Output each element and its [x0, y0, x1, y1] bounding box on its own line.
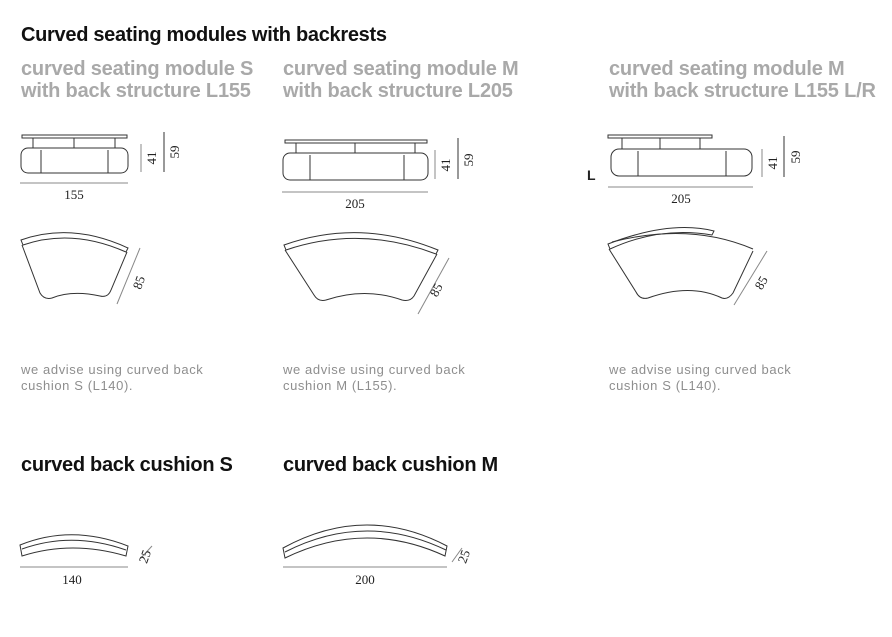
module-m-width: 205: [345, 196, 365, 211]
module-s-title-line1: curved seating module S: [21, 58, 254, 80]
module-m-title-line1: curved seating module M: [283, 58, 519, 80]
page-title: Curved seating modules with backrests: [21, 24, 387, 46]
module-m-lr-title-line1: curved seating module M: [609, 58, 845, 80]
cushion-m-depth: 25: [455, 548, 474, 565]
note-line: we advise using curved back: [21, 362, 204, 377]
cushion-m-drawing: [282, 524, 463, 568]
module-m-lr-seat-height: 41: [765, 157, 780, 170]
module-m-lr-title: curved seating module M with back struct…: [609, 58, 876, 102]
module-s-title-line2: with back structure L155: [21, 80, 251, 102]
module-m-lr-depth: 85: [751, 273, 770, 292]
module-s-width: 155: [64, 187, 84, 202]
module-m-height: 59: [461, 154, 476, 167]
module-m-seat-height: 41: [438, 159, 453, 172]
module-s-seat-height: 41: [144, 152, 159, 165]
module-s-note: we advise using curved back cushion S (L…: [21, 362, 203, 394]
module-m-lr-top-view: [607, 227, 768, 306]
cushion-s-depth: 25: [136, 548, 155, 565]
cushion-s-drawing: [19, 534, 153, 568]
note-line: we advise using curved back: [283, 362, 466, 377]
module-m-depth: 85: [426, 281, 445, 300]
module-m-lr-front-view: [607, 134, 785, 188]
note-line: we advise using curved back: [609, 362, 792, 377]
note-line: cushion S (L140).: [609, 378, 722, 393]
module-m-lr-title-line2: with back structure L155 L/R: [609, 80, 876, 102]
module-s-top-view: [20, 232, 141, 305]
module-s-height: 59: [167, 146, 182, 159]
note-line: cushion M (L155).: [283, 378, 398, 393]
side-label: L: [587, 167, 596, 183]
module-m-note: we advise using curved back cushion M (L…: [283, 362, 465, 394]
module-m-title: curved seating module M with back struct…: [283, 58, 519, 102]
cushion-m-title: curved back cushion M: [283, 454, 498, 476]
cushion-s-width: 140: [62, 572, 82, 587]
module-m-lr-width: 205: [671, 191, 691, 206]
note-line: cushion S (L140).: [21, 378, 134, 393]
cushion-s-title: curved back cushion S: [21, 454, 233, 476]
module-m-front-view: [282, 138, 459, 193]
module-s-title: curved seating module S with back struct…: [21, 58, 253, 102]
module-m-lr-note: we advise using curved back cushion S (L…: [609, 362, 791, 394]
module-s-front-view: [20, 132, 165, 184]
module-s-depth: 85: [130, 274, 149, 291]
module-m-lr-height: 59: [788, 151, 803, 164]
module-m-top-view: [283, 232, 450, 315]
module-m-title-line2: with back structure L205: [283, 80, 513, 102]
cushion-m-width: 200: [355, 572, 375, 587]
